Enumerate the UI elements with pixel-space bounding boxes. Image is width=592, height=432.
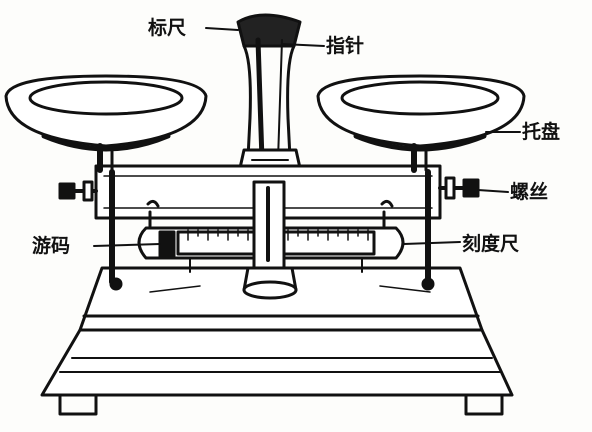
right-pan <box>318 76 524 170</box>
label-scale-ruler: 标尺 <box>148 17 186 39</box>
left-pan <box>6 76 206 170</box>
label-pointer: 指针 <box>326 34 364 57</box>
label-nut: 螺丝 <box>510 180 548 203</box>
central-column <box>238 15 300 168</box>
label-graduated-beam: 刻度尺 <box>462 232 519 255</box>
label-tray: 托盘 <box>522 120 560 143</box>
label-rider: 游码 <box>32 234 70 257</box>
